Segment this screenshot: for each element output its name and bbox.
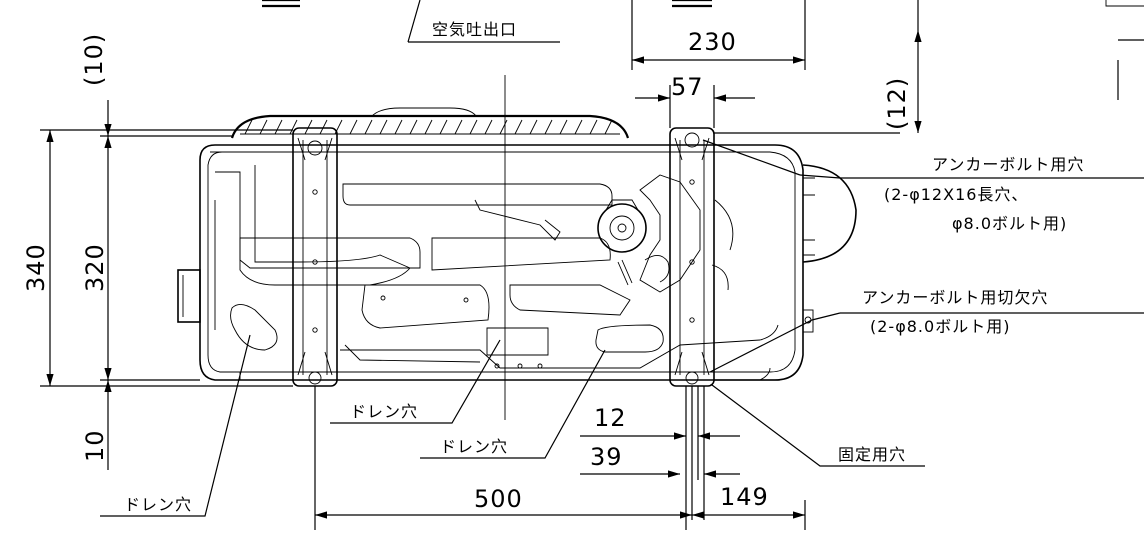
- dimension-lines: [40, 0, 1144, 530]
- label-drain-hole-right: ドレン穴: [440, 437, 508, 456]
- label-anchor-bolt-hole: アンカーボルト用穴: [932, 155, 1084, 174]
- dim-10-top: (10): [80, 33, 108, 86]
- label-drain-hole-center: ドレン穴: [350, 402, 418, 421]
- label-air-outlet: 空気吐出口: [432, 20, 517, 39]
- dim-57: 57: [671, 73, 704, 101]
- annotation-labels: 空気吐出口 アンカーボルト用穴 (2-φ12X16長穴、 φ8.0ボルト用) ア…: [124, 20, 1084, 514]
- dim-39: 39: [590, 443, 623, 471]
- dimension-labels: (10) 230 57 (12) 340 320 10 12 39 500 14…: [22, 28, 911, 513]
- dim-320: 320: [81, 243, 109, 292]
- label-anchor-notch-hole: アンカーボルト用切欠穴: [862, 288, 1048, 307]
- label-drain-hole-left: ドレン穴: [124, 495, 192, 514]
- dim-12-right: (12): [883, 77, 911, 130]
- dim-340: 340: [22, 243, 50, 292]
- left-mounting-rail: [292, 127, 338, 387]
- label-anchor-bolt-hole-spec2: φ8.0ボルト用): [952, 214, 1067, 233]
- fan-grille-ribs: [244, 119, 613, 135]
- label-fixing-hole: 固定用穴: [838, 445, 906, 464]
- label-anchor-bolt-hole-spec1: (2-φ12X16長穴、: [884, 185, 1028, 204]
- dim-10-bottom: 10: [81, 429, 109, 462]
- label-anchor-notch-hole-spec: (2-φ8.0ボルト用): [870, 317, 1010, 336]
- dim-12: 12: [594, 404, 627, 432]
- dim-230: 230: [688, 28, 737, 56]
- unit-body: [177, 0, 1144, 387]
- dim-500: 500: [474, 485, 523, 513]
- dim-149: 149: [720, 483, 769, 511]
